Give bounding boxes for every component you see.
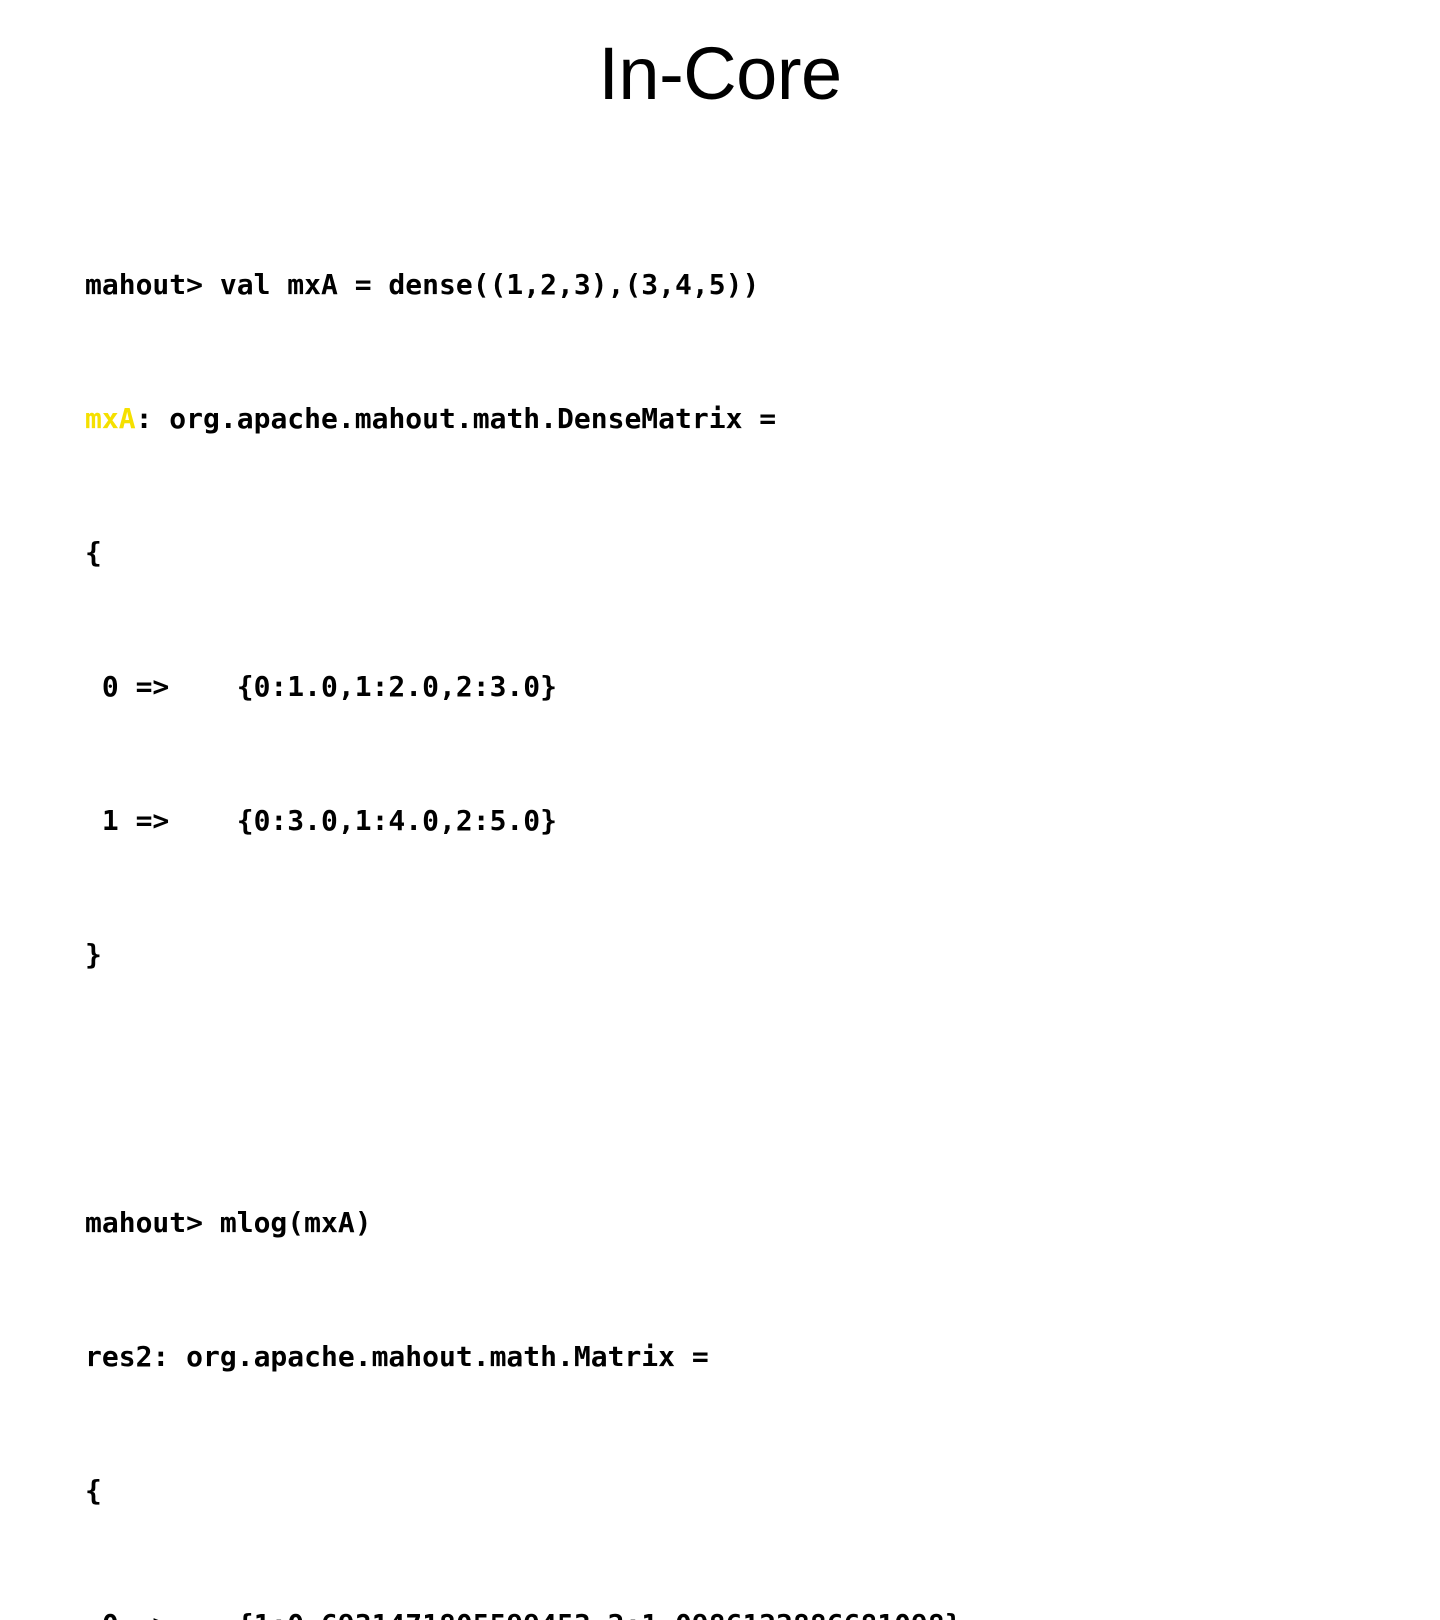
- console-line-text: {: [85, 536, 102, 569]
- console-line-text: {: [85, 1474, 102, 1507]
- console-line-text: 1 => {0:3.0,1:4.0,2:5.0}: [85, 804, 557, 837]
- console-line-command: mahout> mlog(mxA): [85, 1206, 1425, 1240]
- console-line-text: : org.apache.mahout.math.DenseMatrix =: [136, 402, 777, 435]
- console-line-text: mahout> mlog(mxA): [85, 1206, 372, 1239]
- console-line-blank: [85, 1072, 1425, 1106]
- console-line-output: 0 => {1:0.6931471805599453,2:1.098612288…: [85, 1608, 1425, 1620]
- console-line-text: res2: org.apache.mahout.math.Matrix =: [85, 1340, 709, 1373]
- page-title: In-Core: [0, 28, 1440, 120]
- console-line-result-type: res2: org.apache.mahout.math.Matrix =: [85, 1340, 1425, 1374]
- console-transcript: mahout> val mxA = dense((1,2,3),(3,4,5))…: [85, 167, 1425, 1620]
- console-line-text: mahout> val mxA = dense((1,2,3),(3,4,5)): [85, 268, 759, 301]
- console-line-result-type: mxA: org.apache.mahout.math.DenseMatrix …: [85, 402, 1425, 436]
- variable-token: mxA: [85, 402, 136, 435]
- console-line-command: mahout> val mxA = dense((1,2,3),(3,4,5)): [85, 268, 1425, 302]
- console-line-text: }: [85, 938, 102, 971]
- console-line-output: {: [85, 536, 1425, 570]
- console-line-text: 0 => {1:0.6931471805599453,2:1.098612288…: [85, 1608, 962, 1620]
- console-line-text: 0 => {0:1.0,1:2.0,2:3.0}: [85, 670, 557, 703]
- slide-root: In-Core mahout> val mxA = dense((1,2,3),…: [0, 0, 1440, 810]
- console-line-output: 0 => {0:1.0,1:2.0,2:3.0}: [85, 670, 1425, 704]
- console-line-output: {: [85, 1474, 1425, 1508]
- console-line-output: }: [85, 938, 1425, 972]
- console-line-output: 1 => {0:3.0,1:4.0,2:5.0}: [85, 804, 1425, 838]
